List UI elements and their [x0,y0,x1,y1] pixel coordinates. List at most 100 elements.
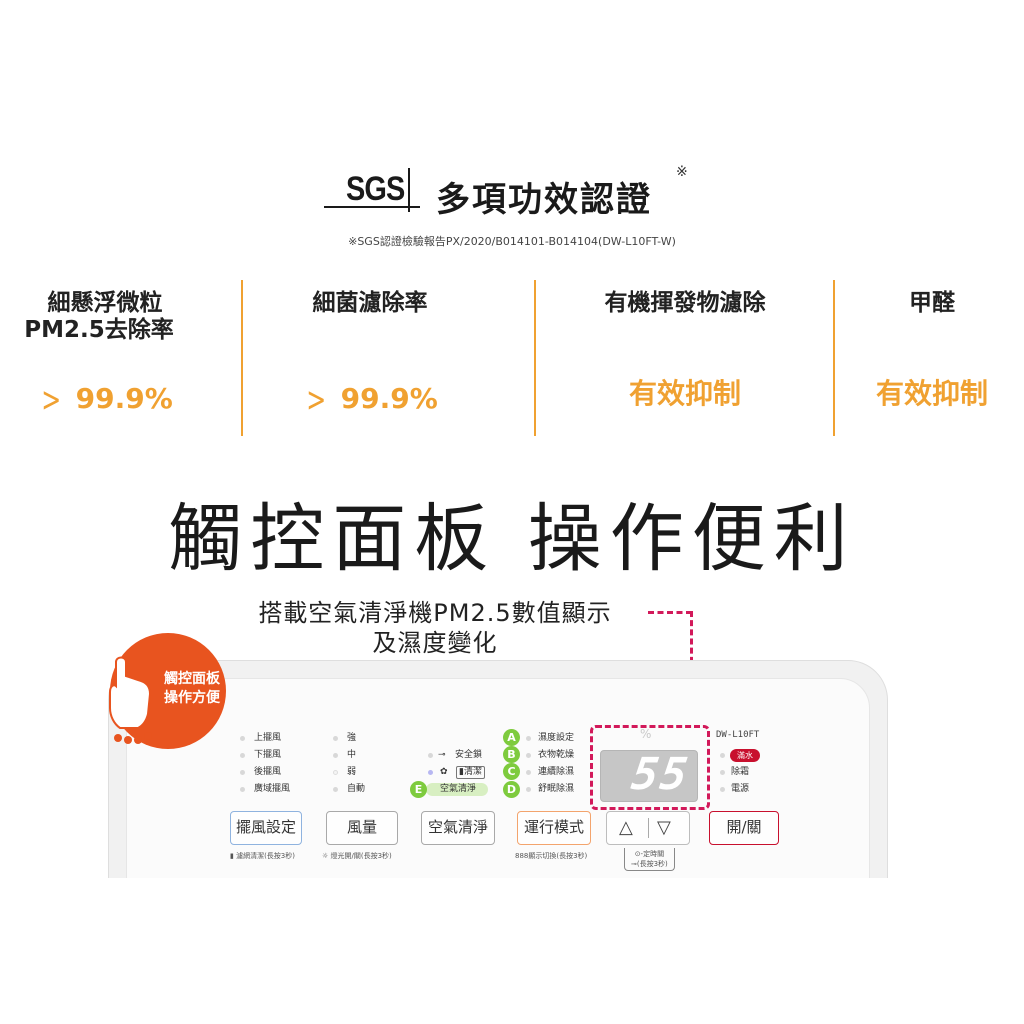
indicator-fan-medium: 中 [347,750,357,760]
timer-sub-line: ⊙-定時關 [634,850,665,858]
indicator-led [240,753,245,758]
stat-value: >99.9% [250,380,490,420]
indicator-led [526,753,531,758]
stat-value-number: 99.9% [340,382,438,415]
sgs-header: SGS 多項功效認證 ※ [0,164,1024,224]
certification-mark: ※ [676,164,688,180]
callout-line2: 及濕度變化 [372,629,498,657]
swing-setting-button[interactable]: 擺風設定 [230,811,302,845]
mode-letter-e: E [410,781,427,798]
down-arrow-button[interactable]: ▽ [657,817,671,838]
indicator-led [428,770,433,775]
run-mode-button[interactable]: 運行模式 [517,811,591,845]
fan-sub-text: 燈光開/關(長按3秒) [330,852,392,860]
indicator-defrost: 除霜 [731,767,750,777]
indicator-led [333,770,338,775]
hand-pointer-icon [109,656,152,744]
badge-line1: 觸控面板 [164,671,220,687]
mode-letter-b: B [503,746,520,763]
timer-sub-text: 定時關 [643,850,665,858]
stat-value-number: 99.9% [75,382,173,415]
stats-row: 細懸浮微粒 PM2.5去除率 >99.9% 細菌濾除率 >99.9% 有機揮發物… [0,280,1024,436]
stat-label: 細菌濾除率 [312,290,428,316]
swing-sub-text: 濾網清潔(長按3秒) [236,852,295,860]
sgs-logo-divider [408,168,410,212]
stat-formaldehyde: 甲醛 有效抑制 [840,280,1024,436]
indicator-clothes-dry: 衣物乾燥 [538,750,575,760]
sgs-logo-text: SGS [346,170,405,208]
key-icon: ⊸ [438,750,446,760]
display-unit: % [640,727,652,741]
stat-label: 細懸浮微粒 PM2.5去除率 [0,290,210,344]
air-clean-button[interactable]: 空氣清淨 [421,811,495,845]
indicator-swing-up: 上擺風 [254,733,282,743]
indicator-led [333,753,338,758]
badge-line2: 操作方便 [164,690,220,706]
indicator-safety-lock: 安全鎖 [455,750,483,760]
indicator-air-clean: 空氣清淨 [440,784,477,794]
callout-connector-horizontal [648,611,692,614]
indicator-led [526,787,531,792]
indicator-led [526,770,531,775]
mode-letter-a: A [503,729,520,746]
indicator-led [720,753,725,758]
stat-value: >99.9% [0,380,210,420]
indicator-swing-down: 下擺風 [254,750,282,760]
up-arrow-button[interactable]: △ [619,817,633,838]
indicator-led [333,787,338,792]
stat-value: 有效抑制 [875,377,988,410]
indicator-sleep-dehumidify: 舒眠除濕 [538,784,575,794]
stat-divider [534,280,536,436]
sgs-logo: SGS [324,168,420,214]
power-button[interactable]: 開/關 [709,811,779,845]
display-highlight-box [590,725,710,810]
indicator-humidity-setting: 濕度設定 [538,733,575,743]
indicator-led [720,787,725,792]
fan-speed-button[interactable]: 風量 [326,811,398,845]
indicator-power: 電源 [731,784,750,794]
page-bottom [0,878,1024,1024]
greater-than-sign: > [41,380,62,420]
indicator-swing-back: 後擺風 [254,767,282,777]
pm25-callout: 搭載空氣清淨機PM2.5數值顯示 及濕度變化 [200,598,670,658]
stat-label: 甲醛 [909,290,955,316]
badge-text: 觸控面板 操作方便 [154,670,230,708]
sgs-logo-underline [324,206,420,208]
indicator-led [240,787,245,792]
certification-title: 多項功效認證 [436,180,652,220]
adjust-divider [648,818,649,838]
certification-note: ※SGS認證檢驗報告PX/2020/B014101-B014104(DW-L10… [348,235,676,248]
indicator-clean: ▮清潔 [456,766,485,779]
indicator-led [240,736,245,741]
stat-voc: 有機揮發物濾除 有效抑制 [540,280,830,436]
adjust-buttons: △ ▽ [606,811,690,845]
lock-sub-text: (長按3秒) [636,860,668,868]
indicator-continuous-dehumidify: 連續除濕 [538,767,575,777]
indicator-led [526,736,531,741]
air-clean-highlight [426,783,488,796]
swing-sub-label: ▮ 濾網清潔(長按3秒) [230,852,295,860]
mode-letter-c: C [503,763,520,780]
stat-divider [833,280,835,436]
timer-sub-label: ⊙-定時關 ⊸(長按3秒) [624,848,675,871]
indicator-fan-low: 弱 [347,767,357,777]
indicator-full-water: 滿水 [730,749,760,762]
stat-label-line2: PM2.5去除率 [24,317,174,343]
grape-icon: ✿ [440,767,448,777]
stat-label: 有機揮發物濾除 [604,290,766,316]
callout-line1: 搭載空氣清淨機PM2.5數值顯示 [258,599,612,627]
lock-sub-line: ⊸(長按3秒) [631,860,668,868]
stat-label-line1: 細懸浮微粒 [47,290,163,316]
greater-than-sign: > [306,380,327,420]
touch-panel-title: 觸控面板 操作便利 [168,496,856,582]
fan-sub-label: ☼ 燈光開/關(長按3秒) [322,852,392,860]
indicator-clean-label: 清潔 [463,767,482,777]
indicator-fan-auto: 自動 [347,784,366,794]
indicator-swing-wide: 廣域擺風 [254,784,291,794]
indicator-led [428,753,433,758]
indicator-fan-high: 強 [347,733,357,743]
indicator-led [333,736,338,741]
indicator-led [240,770,245,775]
model-label: DW-L10FT [716,730,760,740]
stat-divider [241,280,243,436]
